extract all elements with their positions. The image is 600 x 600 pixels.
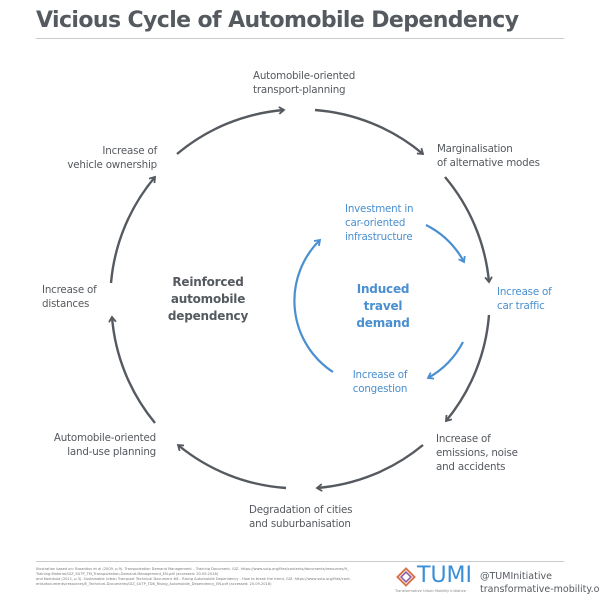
node-line: emissions, noise <box>436 447 518 459</box>
center-line: Induced <box>356 282 410 296</box>
arrow-investment-to-car-traffic <box>425 224 464 262</box>
arrow-land-use-to-distances <box>112 317 156 424</box>
arrow-car-traffic-to-emissions <box>446 314 491 421</box>
node-line: Increase of <box>102 145 157 157</box>
node-line: of alternative modes <box>437 157 540 169</box>
node-line: Increase of <box>352 369 408 381</box>
node-line: and suburbanisation <box>249 518 351 530</box>
arrow-car-traffic-to-congestion <box>428 341 464 378</box>
node-line: infrastructure <box>345 231 413 243</box>
node-line: distances <box>42 298 90 310</box>
node-distances: Increase of distances <box>42 283 97 311</box>
arrow-marginalisation-to-car-traffic <box>444 176 489 282</box>
node-vehicle-ownership: Increase of vehicle ownership <box>67 144 157 172</box>
citation-line: Illustration based on: Broaddus et al (2… <box>36 567 349 571</box>
node-line: Degradation of cities <box>249 504 353 516</box>
social-handle[interactable]: @TUMInitiative <box>480 571 552 582</box>
node-land-use-planning: Automobile-oriented land-use planning <box>54 431 156 459</box>
node-line: Marginalisation <box>437 143 513 155</box>
node-line: Automobile-oriented <box>53 432 156 444</box>
citation-line: Training-Material/GIZ_SUTP_TM_Transporta… <box>36 572 219 576</box>
footer-divider <box>36 561 564 562</box>
node-line: congestion <box>352 383 408 395</box>
node-marginalisation: Marginalisation of alternative modes <box>437 142 540 170</box>
node-degradation: Degradation of cities and suburbanisatio… <box>249 503 353 531</box>
node-investment-infrastructure: Investment in car-oriented infrastructur… <box>345 202 414 244</box>
center-line: Reinforced <box>172 275 244 289</box>
arrow-transport-planning-to-marginalisation <box>314 108 423 154</box>
citation-line: ents/documents/resources/E_Technical-Doc… <box>36 582 272 586</box>
node-line: Increase of <box>497 286 552 298</box>
arrow-distances-to-ownership <box>109 177 155 284</box>
page-title: Vicious Cycle of Automobile Dependency <box>36 8 519 33</box>
tumi-wordmark: TUMI <box>417 563 473 588</box>
node-car-traffic: Increase of car traffic <box>497 285 552 313</box>
node-line: Increase of <box>42 284 97 296</box>
citation-line: and Kodukula (2011, p.3). Sustainable Ur… <box>36 577 351 581</box>
center-line: dependency <box>167 309 249 323</box>
citation: Illustration based on: Broaddus et al (2… <box>36 567 381 587</box>
node-line: vehicle ownership <box>67 159 157 171</box>
node-line: car traffic <box>497 300 545 312</box>
node-line: Increase of <box>436 433 491 445</box>
title-divider <box>36 38 564 39</box>
arrow-degradation-to-land-use <box>178 445 287 490</box>
node-line: land-use planning <box>67 446 156 458</box>
tumi-subtitle: Transformative Urban Mobility Initiative <box>395 589 466 593</box>
outer-cycle-center-label: Reinforced automobile dependency <box>148 274 268 325</box>
node-congestion: Increase of congestion <box>338 368 422 396</box>
contact-info: @TUMInitiative transformative-mobility.o… <box>480 570 600 596</box>
center-line: automobile <box>170 292 246 306</box>
node-transport-planning: Automobile-oriented transport-planning <box>253 69 355 97</box>
node-line: car-oriented <box>345 217 406 229</box>
arrow-ownership-to-transport-planning <box>176 110 284 155</box>
node-line: Investment in <box>345 203 414 215</box>
node-line: and accidents <box>436 461 506 473</box>
node-line: transport-planning <box>253 84 346 96</box>
node-emissions: Increase of emissions, noise and acciden… <box>436 432 518 474</box>
node-line: Automobile-oriented <box>253 70 356 82</box>
arrow-emissions-to-degradation <box>317 444 424 488</box>
website-link[interactable]: transformative-mobility.org <box>480 584 600 595</box>
arrow-congestion-to-investment <box>293 240 334 373</box>
inner-cycle-center-label: Induced travel demand <box>333 281 433 332</box>
tumi-diamond-icon <box>396 567 416 587</box>
center-line: demand <box>356 316 410 330</box>
center-line: travel <box>363 299 403 313</box>
